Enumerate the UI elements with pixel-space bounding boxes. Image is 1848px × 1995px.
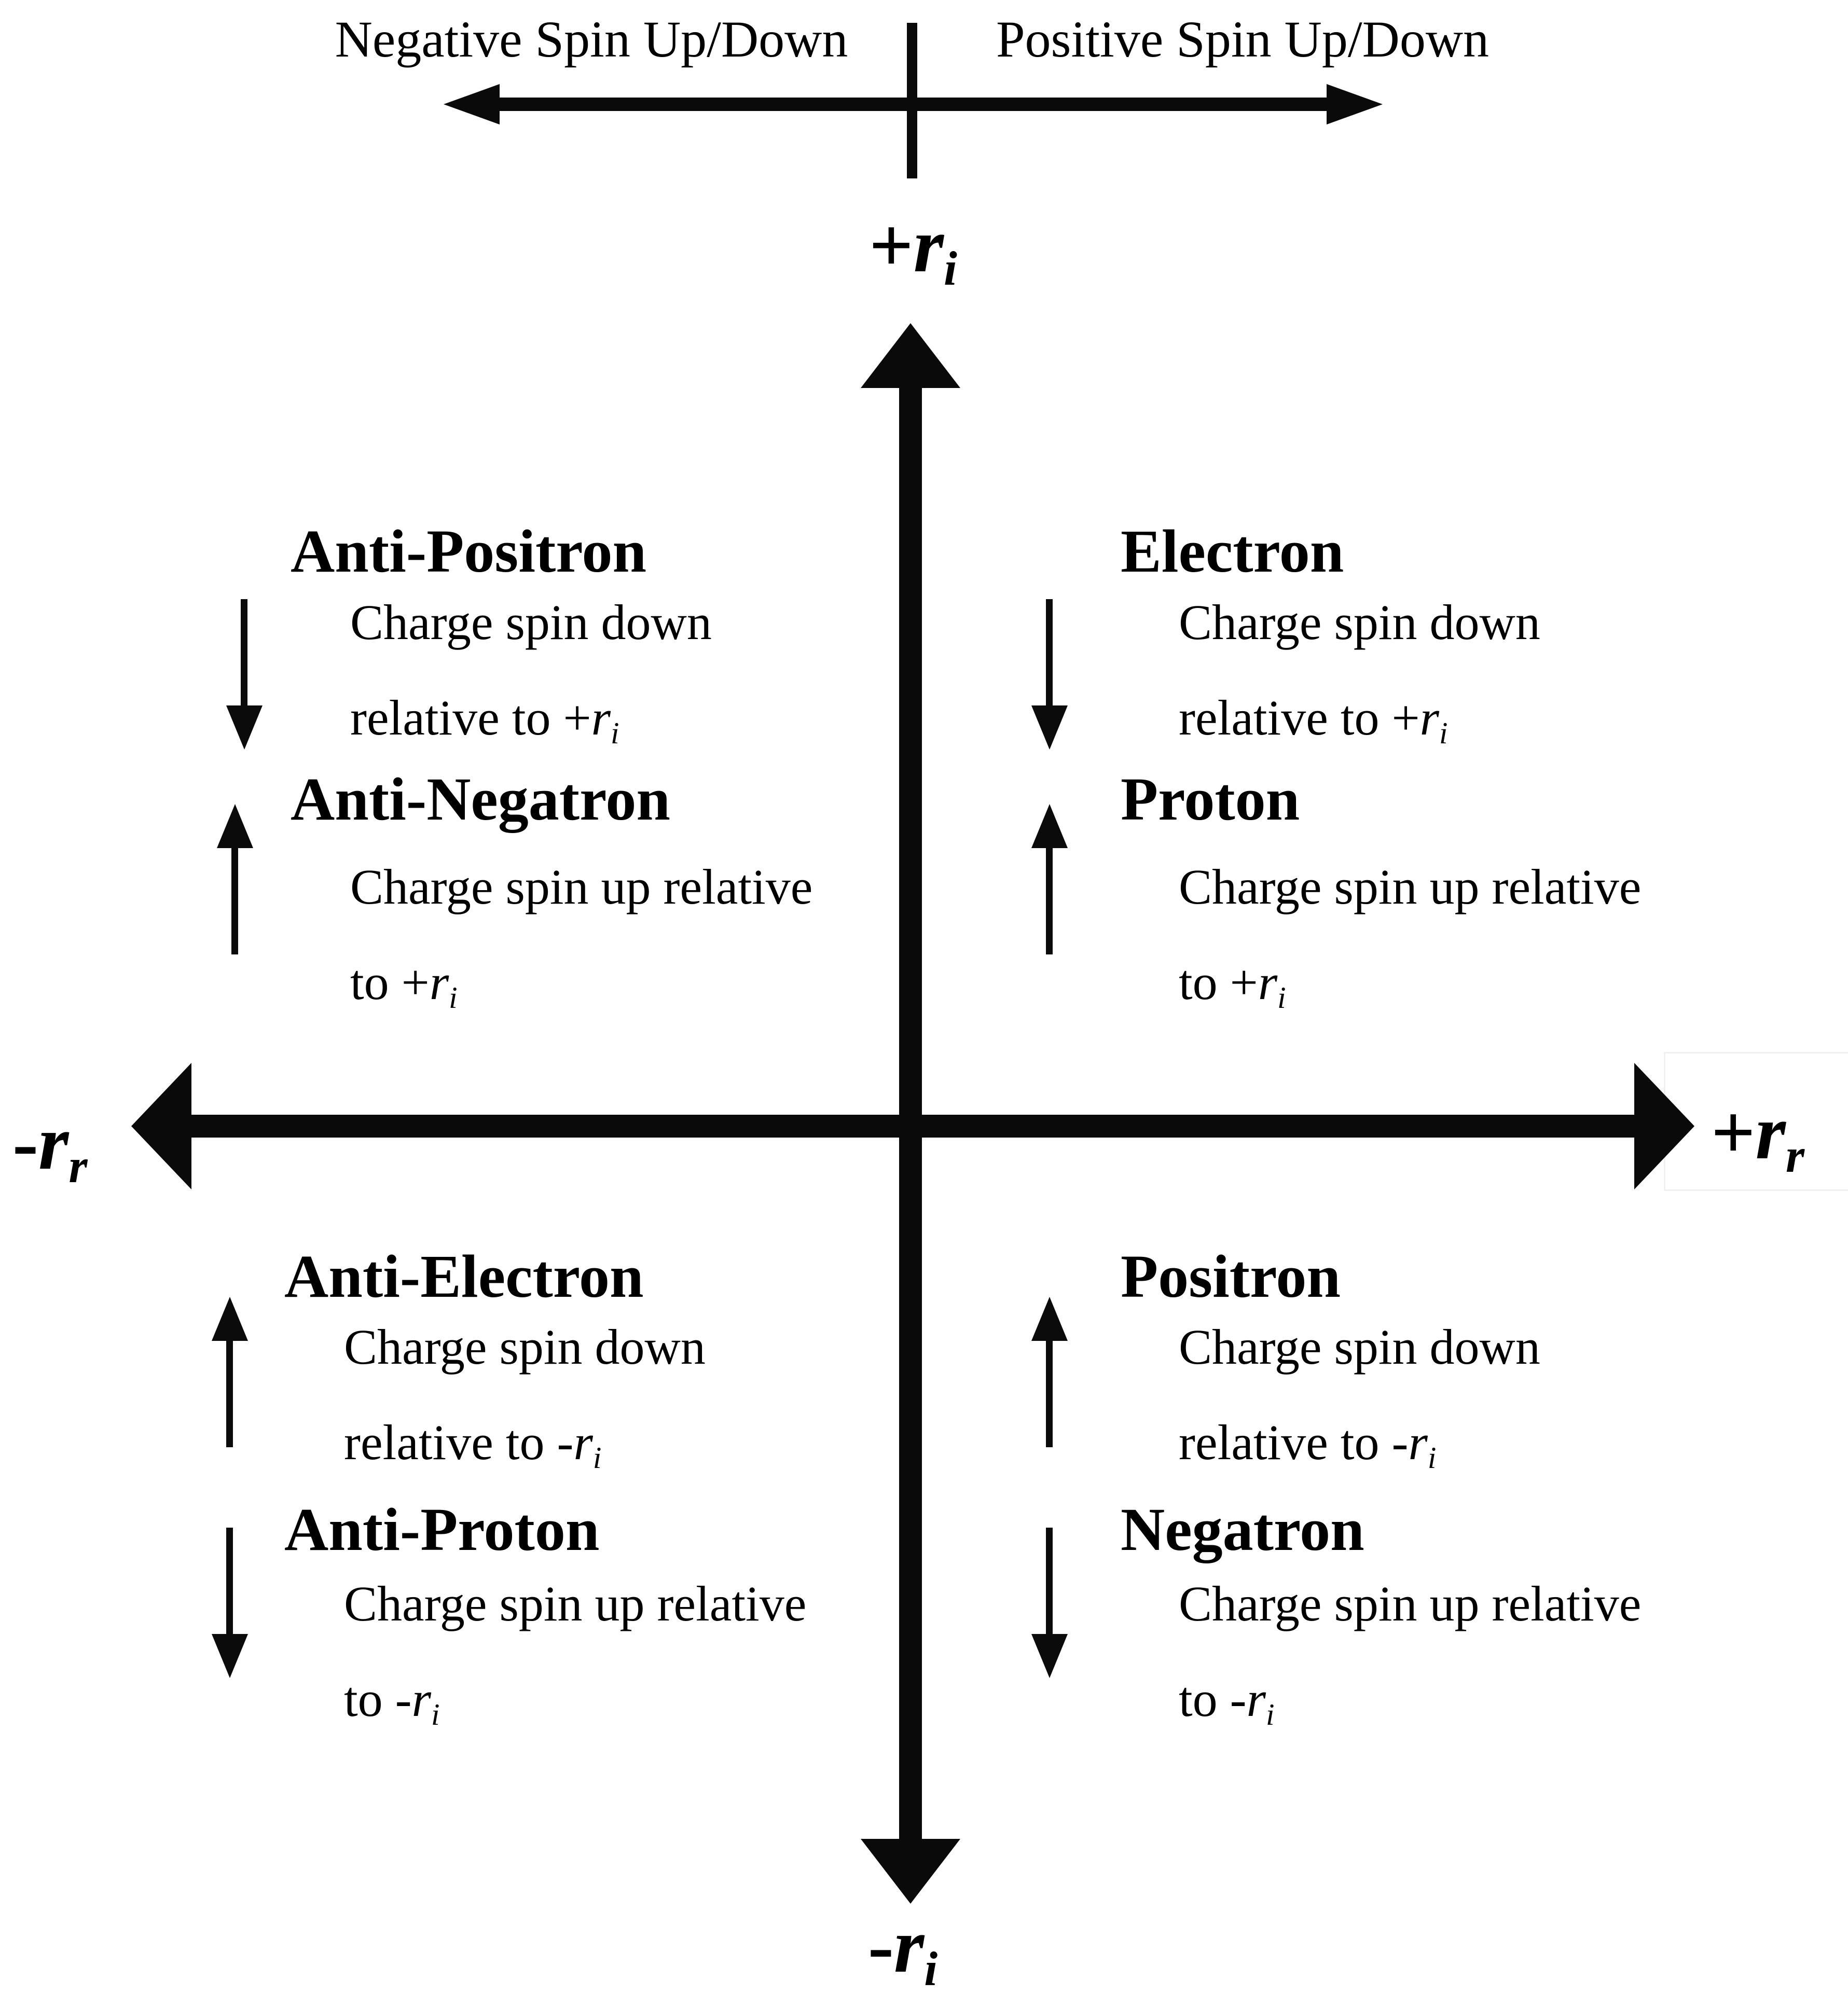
header-spin-axis-line [498,98,1328,111]
particle-title: Anti-Positron [291,517,647,585]
particle-description: Charge spin down relative to +ri [350,594,712,750]
header-negative-spin-label: Negative Spin Up/Down [335,10,848,68]
particle-description: Charge spin up relative to +ri [1179,859,1642,1015]
particle-description: Charge spin up relative to +ri [350,859,813,1015]
y-axis-top-arrowhead-icon [861,323,960,388]
particle-title: Anti-Negatron [291,765,670,833]
particle-description: Charge spin down relative to -ri [344,1319,706,1475]
r-sub-i-reference: +ri [563,690,619,750]
particle-description: Charge spin up relative to -ri [1179,1576,1642,1731]
spin-up-arrow-icon [217,804,253,954]
x-axis-right-arrowhead-icon [1634,1063,1694,1189]
particle-title: Proton [1121,765,1300,833]
spin-up-arrow-icon [212,1297,248,1447]
r-sub-i-reference: -ri [395,1671,440,1731]
particle-description: Charge spin down relative to +ri [1179,594,1540,750]
r-sub-i-reference: -ri [1391,1415,1437,1475]
x-axis-negative-label: -rr [12,1100,88,1194]
r-sub-i-reference: +ri [401,954,458,1015]
header-right-arrowhead-icon [1327,84,1383,124]
r-sub-i-reference: +ri [1391,690,1448,750]
spin-down-arrow-icon [1031,1528,1068,1678]
x-axis-line [189,1115,1637,1138]
spin-down-arrow-icon [226,599,263,750]
spin-up-arrow-icon [1031,804,1068,954]
y-axis-line [899,387,922,1839]
y-axis-negative-label: -ri [867,1903,938,1995]
particle-description: Charge spin down relative to -ri [1179,1319,1540,1475]
header-left-arrowhead-icon [444,84,500,124]
x-axis-left-arrowhead-icon [131,1063,191,1189]
x-axis-positive-label: +rr [1711,1089,1805,1183]
right-axis-label-halo [1664,1052,1848,1191]
r-sub-i-reference: -ri [1230,1671,1275,1731]
spin-down-arrow-icon [1031,599,1068,750]
particle-title: Electron [1121,517,1344,585]
r-sub-i-reference: +ri [1230,954,1286,1015]
particle-title: Anti-Proton [284,1495,600,1563]
particle-title: Negatron [1121,1495,1364,1563]
y-axis-bottom-arrowhead-icon [861,1839,960,1904]
particle-description: Charge spin up relative to -ri [344,1576,807,1731]
spin-down-arrow-icon [212,1528,248,1678]
y-axis-positive-label: +ri [869,202,957,296]
particle-title: Anti-Electron [284,1242,644,1310]
spin-up-arrow-icon [1031,1297,1068,1447]
r-sub-i-reference: -ri [557,1415,602,1475]
particle-title: Positron [1121,1242,1341,1310]
header-positive-spin-label: Positive Spin Up/Down [996,10,1490,68]
